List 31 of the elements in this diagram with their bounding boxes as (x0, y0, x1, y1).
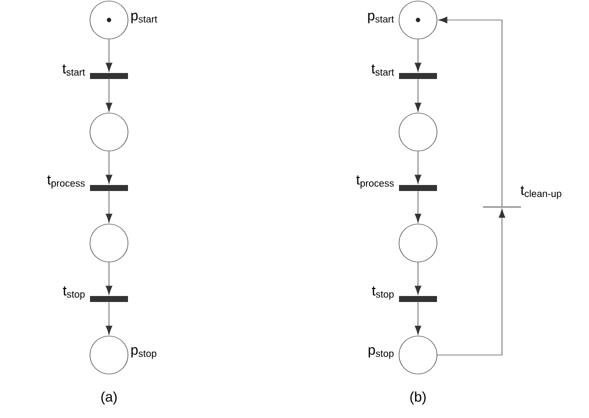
arrow (414, 39, 422, 72)
place-label: p$_{start}$ (131, 12, 158, 24)
arrow (437, 208, 506, 356)
arrow (414, 262, 422, 295)
arrow (414, 190, 422, 223)
transition-label: t$_{start}$ (62, 64, 86, 76)
figure-label: (a) (101, 392, 117, 404)
place-circle (90, 112, 128, 152)
place-label: p$_{stop}$ (368, 347, 394, 359)
figure-label: (b) (410, 392, 426, 404)
place-circle (398, 224, 438, 262)
arrow (106, 302, 112, 335)
arrow (414, 151, 422, 184)
transition-label: t$_{stop}$ (372, 286, 394, 300)
arrow (106, 190, 112, 223)
transition-label: t$_{start}$ (371, 64, 394, 76)
transition-label: t$_{clean-up}$ (520, 186, 562, 199)
place-label: p$_{stop}$ (131, 347, 156, 359)
arrow (106, 262, 112, 295)
arrow (414, 78, 422, 112)
transition-label: t$_{process}$ (47, 175, 85, 189)
place-label: p$_{start}$ (368, 12, 394, 24)
arrow (414, 302, 422, 335)
place-circle (398, 112, 438, 152)
arrow (438, 16, 502, 206)
transition-label: t$_{stop}$ (63, 286, 85, 300)
arrow (106, 39, 112, 72)
arrow (106, 151, 112, 184)
arrow (106, 78, 112, 112)
place-circle (90, 224, 128, 262)
transition-label: t$_{process}$ (356, 175, 394, 189)
